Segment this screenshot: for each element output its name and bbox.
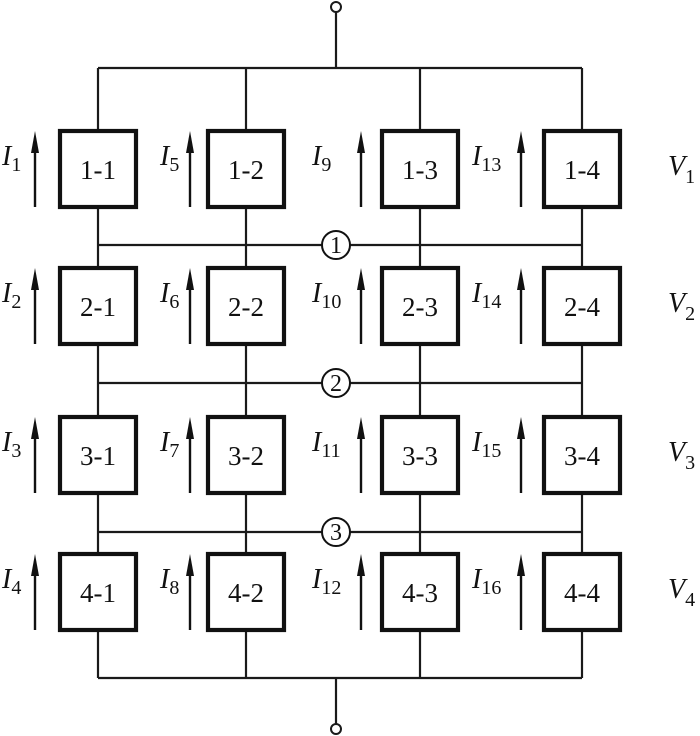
cell-box-2-2 <box>205 265 287 347</box>
cell-box-4-4 <box>541 551 623 633</box>
voltage-label: V4 <box>668 574 695 611</box>
cell-label: 1-4 <box>564 155 600 185</box>
cell-label: 2-2 <box>228 292 264 322</box>
arrow-up-icon <box>357 554 365 576</box>
arrow-up-icon <box>517 268 525 290</box>
current-label: I10 <box>311 278 341 313</box>
cell-label: 4-2 <box>228 578 264 608</box>
voltage-label: V2 <box>668 288 695 325</box>
cell-box-1-4 <box>541 128 623 210</box>
cell-box-3-2 <box>205 414 287 496</box>
arrow-up-icon <box>31 554 39 576</box>
arrow-up-icon <box>186 417 194 439</box>
cell-box-2-4 <box>541 265 623 347</box>
cell-box-1-2 <box>205 128 287 210</box>
cell-box-3-3 <box>379 414 461 496</box>
cell-grid: 1-1 1-2 1-3 1-4 2-1 2-2 2-3 2-4 3-1 3-2 3-3 3-4 4-1 4… <box>57 128 623 633</box>
cell-label: 3-3 <box>402 441 438 471</box>
arrow-up-icon <box>517 417 525 439</box>
arrow-up-icon <box>186 554 194 576</box>
top-terminal-icon <box>330 1 342 13</box>
cell-box-3-4 <box>541 414 623 496</box>
cell-label: 4-3 <box>402 578 438 608</box>
node-circle-1 <box>321 230 351 260</box>
cell-label: 1-2 <box>228 155 264 185</box>
cell-box-2-3 <box>379 265 461 347</box>
cell-box-4-2 <box>205 551 287 633</box>
cell-box-1-1 <box>57 128 139 210</box>
cell-label: 4-4 <box>564 578 600 608</box>
current-label: I4 <box>1 564 21 599</box>
cell-label: 4-1 <box>80 578 116 608</box>
current-label: I15 <box>471 427 501 462</box>
cell-label: 3-1 <box>80 441 116 471</box>
arrow-up-icon <box>357 268 365 290</box>
cell-label: 3-4 <box>564 441 600 471</box>
current-label: I7 <box>159 427 179 462</box>
current-label: I14 <box>471 278 501 313</box>
voltage-label: V3 <box>668 437 695 474</box>
cell-label: 2-4 <box>564 292 600 322</box>
current-label: I5 <box>159 141 179 176</box>
node-circle-3 <box>321 517 351 547</box>
terminals <box>330 1 342 735</box>
current-label: I6 <box>159 278 179 313</box>
cell-box-4-3 <box>379 551 461 633</box>
arrow-up-icon <box>186 268 194 290</box>
arrow-up-icon <box>517 131 525 153</box>
node-circle-2 <box>321 368 351 398</box>
arrow-up-icon <box>31 417 39 439</box>
current-label: I2 <box>1 278 21 313</box>
arrow-up-icon <box>357 131 365 153</box>
cell-label: 3-2 <box>228 441 264 471</box>
current-label: I3 <box>1 427 21 462</box>
cell-label: 1-3 <box>402 155 438 185</box>
arrow-up-icon <box>31 268 39 290</box>
cell-box-2-1 <box>57 265 139 347</box>
cell-box-1-3 <box>379 128 461 210</box>
bottom-terminal-icon <box>330 723 342 735</box>
cell-label: 1-1 <box>80 155 116 185</box>
cell-label: 2-3 <box>402 292 438 322</box>
node-label-1: 1 <box>330 233 342 259</box>
current-label: I8 <box>159 564 179 599</box>
node-buses: 1 2 3 <box>98 230 582 547</box>
current-label: I1 <box>1 141 21 176</box>
cell-box-3-1 <box>57 414 139 496</box>
cell-box-4-1 <box>57 551 139 633</box>
voltage-label: V1 <box>668 151 695 188</box>
current-label: I9 <box>311 141 331 176</box>
current-label: I13 <box>471 141 501 176</box>
node-label-2: 2 <box>330 371 342 397</box>
current-label: I16 <box>471 564 501 599</box>
node-label-3: 3 <box>330 520 342 546</box>
current-label: I12 <box>311 564 341 599</box>
cell-label: 2-1 <box>80 292 116 322</box>
arrow-up-icon <box>186 131 194 153</box>
current-label: I11 <box>311 427 341 462</box>
arrow-up-icon <box>31 131 39 153</box>
arrow-up-icon <box>357 417 365 439</box>
arrow-up-icon <box>517 554 525 576</box>
